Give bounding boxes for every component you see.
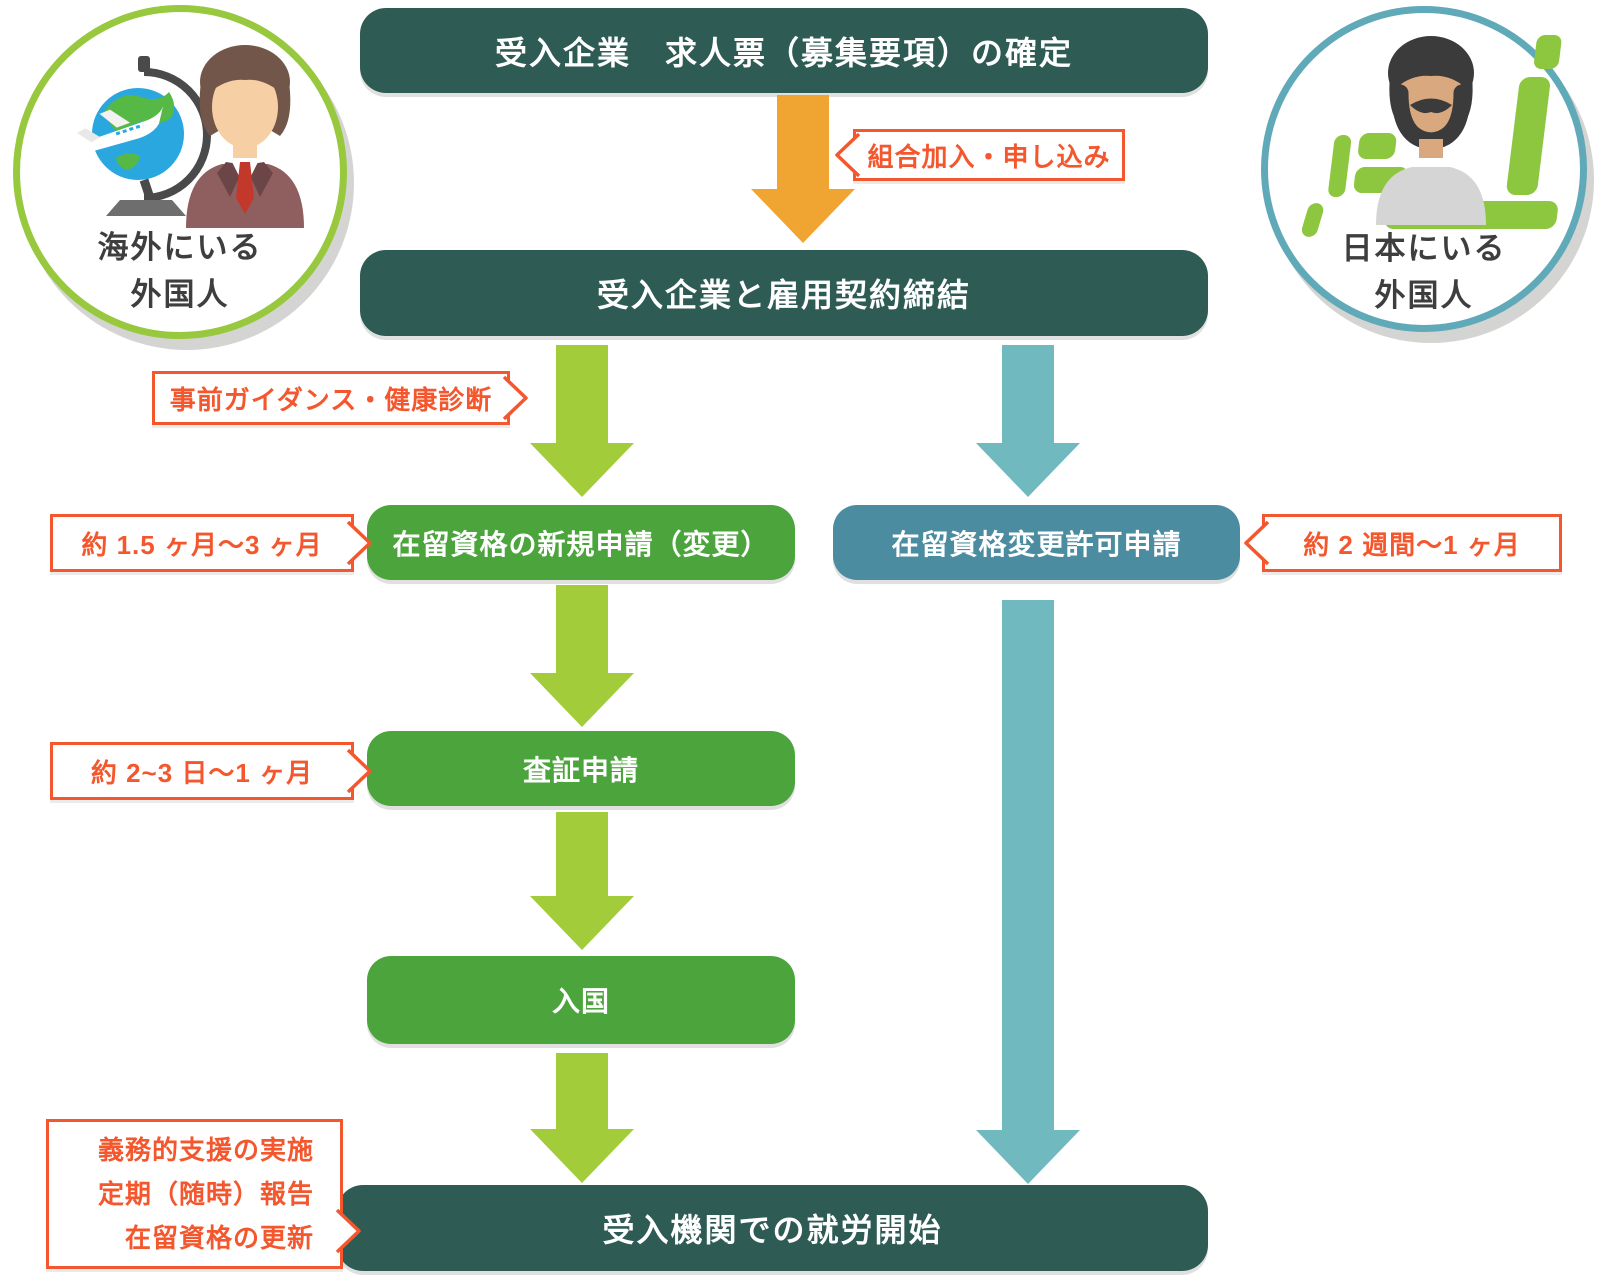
callout-period-new-text: 約 1.5 ヶ月〜3 ヶ月 (81, 529, 323, 560)
callout-guidance-text: 事前ガイダンス・健康診断 (169, 384, 493, 415)
bearded-man (1376, 36, 1486, 225)
callout-notch-right (502, 375, 528, 421)
airplane-icon (77, 105, 164, 152)
callout-period-visa-text: 約 2~3 日〜1 ヶ月 (90, 757, 314, 788)
down-arrow-orange (751, 95, 855, 243)
japan-foreigner-circle: 日本にいる 外国人 (1261, 6, 1587, 332)
step-change-application: 在留資格変更許可申請 (833, 505, 1240, 580)
callout-notch-right (335, 1208, 361, 1254)
callout-support-line2: 定期（随時）報告 (97, 1179, 314, 1209)
callout-support-line1: 義務的支援の実施 (97, 1135, 314, 1165)
callout-union-join-text: 組合加入・申し込み (867, 141, 1111, 172)
callout-support-line3: 在留資格の更新 (124, 1223, 314, 1253)
callout-notch-right (346, 520, 372, 566)
globe-icon (77, 56, 211, 216)
callout-notch-left (1244, 520, 1270, 566)
japan-caption-line1: 日本にいる (1341, 231, 1507, 266)
japan-caption: 日本にいる 外国人 (1268, 225, 1580, 319)
down-arrow-green-2 (530, 585, 634, 727)
callout-period-visa: 約 2~3 日〜1 ヶ月 (50, 742, 372, 800)
step-work-start: 受入機関での就労開始 (337, 1185, 1208, 1271)
down-arrow-teal-1 (976, 345, 1080, 497)
step-job-posting: 受入企業 求人票（募集要項）の確定 (360, 8, 1208, 93)
overseas-caption-line1: 海外にいる (97, 230, 263, 265)
callout-period-new: 約 1.5 ヶ月〜3 ヶ月 (50, 514, 372, 572)
callout-union-join: 組合加入・申し込み (835, 129, 1125, 181)
overseas-foreigner-circle: 海外にいる 外国人 (13, 5, 347, 339)
globe-and-businessman-icon (77, 45, 304, 228)
step-entry: 入国 (367, 956, 795, 1044)
bearded-man-icon (1301, 35, 1562, 237)
step-new-application: 在留資格の新規申請（変更） (367, 505, 795, 580)
japan-caption-line2: 外国人 (1374, 278, 1474, 313)
step-contract: 受入企業と雇用契約締結 (360, 250, 1208, 336)
callout-period-change: 約 2 週間〜1 ヶ月 (1244, 514, 1562, 572)
businessman-icon (186, 45, 304, 228)
down-arrow-green-4 (530, 1053, 634, 1183)
callout-period-change-text: 約 2 週間〜1 ヶ月 (1303, 529, 1521, 560)
step-visa-application: 査証申請 (367, 731, 795, 806)
down-arrow-green-1 (530, 345, 634, 497)
down-arrow-green-3 (530, 812, 634, 950)
callout-notch-right (346, 748, 372, 794)
down-arrow-teal-long (976, 600, 1080, 1184)
callout-guidance: 事前ガイダンス・健康診断 (152, 371, 528, 425)
overseas-caption-line2: 外国人 (130, 277, 230, 312)
callout-notch-left (835, 132, 861, 178)
callout-support: 義務的支援の実施 定期（随時）報告 在留資格の更新 (46, 1119, 361, 1269)
overseas-caption: 海外にいる 外国人 (20, 224, 340, 318)
